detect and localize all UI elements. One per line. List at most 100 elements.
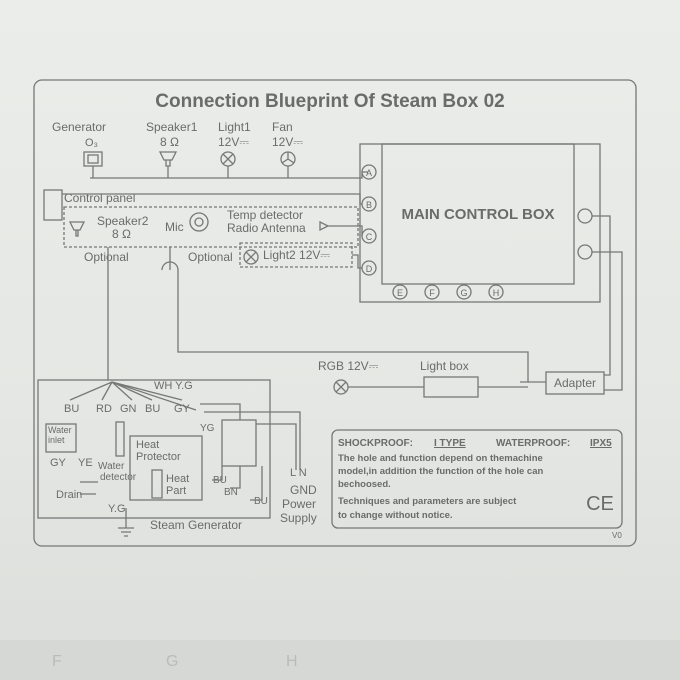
main-control-box: MAIN CONTROL BOX A B C D E F G H: [359, 143, 601, 303]
water-inlet-box: [45, 423, 77, 453]
rgb-lamp-icon: [333, 379, 349, 395]
mic-label: Mic: [165, 220, 184, 234]
port-c-label: C: [366, 232, 373, 242]
port-b-label: B: [366, 200, 372, 210]
ground-icon: [118, 508, 134, 537]
speaker2-optional: Optional: [84, 250, 129, 264]
relay-wires: [200, 403, 301, 501]
control-panel-label: Control panel: [64, 191, 135, 205]
speaker1-label: Speaker1: [146, 120, 198, 134]
bu3-label: BU: [254, 496, 268, 507]
relay-block: [221, 419, 257, 467]
adapter-wires: [592, 215, 623, 391]
adapter-label: Adapter: [554, 376, 596, 390]
port-e-label: E: [397, 288, 403, 298]
drain-wires: [80, 481, 98, 495]
port-h-label: H: [493, 288, 500, 298]
note-line-1: The hole and function depend on themachi…: [338, 453, 543, 464]
yg-bottom-label: Y.G: [108, 503, 126, 515]
light2-wire: [352, 254, 362, 269]
right-port-1: [577, 208, 593, 224]
steam-generator-section: WH Y.G BU RD GN BU GY Water inlet GY YE …: [37, 379, 301, 537]
note-line-2: model,in addition the function of the ho…: [338, 466, 543, 477]
power-label: Power: [282, 497, 316, 511]
heat-protector-label-1: Heat: [136, 439, 159, 451]
speaker2-label: Speaker2: [97, 214, 149, 228]
wire-crossover: [161, 261, 179, 271]
steam-generator-label: Steam Generator: [150, 518, 242, 532]
water-detector-label-2: detector: [100, 472, 137, 483]
light2-label: Light2 12V⎓: [263, 248, 330, 262]
ln-label: L N: [290, 467, 307, 479]
note-line-4: Techniques and parameters are subject: [338, 496, 517, 507]
port-g-label: G: [460, 288, 467, 298]
water-inlet-label-1: Water: [48, 425, 72, 435]
wire-bu-2: BU: [145, 403, 160, 415]
port-a-label: A: [366, 168, 372, 178]
housing-base: [0, 640, 680, 680]
light1-value: 12V⎓: [218, 135, 249, 149]
note-line-3: bechoosed.: [338, 479, 391, 490]
wh-yg-label: WH Y.G: [154, 380, 193, 392]
shockproof-label: SHOCKPROOF:: [338, 438, 413, 449]
notes-border: [331, 429, 623, 529]
version-label: V0: [612, 531, 622, 540]
control-panel-wire: [62, 193, 362, 205]
base-letter-g: G: [166, 653, 178, 670]
power-supply: L N GND Power Supply: [280, 467, 317, 525]
generator-value: O₃: [85, 137, 98, 149]
gy-label: GY: [50, 457, 67, 469]
optional-section: [63, 206, 359, 248]
light2-optional: Optional: [188, 250, 233, 264]
notes-box: SHOCKPROOF: I TYPE WATERPROOF: IPX5 The …: [331, 429, 623, 540]
base-letter-h: H: [286, 653, 298, 670]
speaker1-value: 8 Ω: [160, 135, 179, 149]
generator-fan-wires: [69, 381, 197, 411]
port-g: [456, 284, 472, 300]
radio-antenna-label: Radio Antenna: [227, 221, 306, 235]
generator-icon: [83, 151, 103, 167]
arrow-icon: [319, 220, 330, 232]
ce-mark: CE: [586, 493, 614, 515]
speaker2-icon: [68, 221, 86, 237]
mic-icon: [189, 212, 209, 232]
light1-label: Light1: [218, 120, 251, 134]
heat-part-element: [151, 469, 163, 499]
main-box-label: MAIN CONTROL BOX: [401, 206, 554, 223]
fan-value: 12V⎓: [272, 135, 303, 149]
speaker2-value: 8 Ω: [112, 227, 131, 241]
antenna-wire: [328, 225, 363, 236]
adapter-box: [545, 371, 605, 395]
water-detector-label-1: Water: [98, 461, 125, 472]
supply-label: Supply: [280, 511, 317, 525]
yg-right-label: YG: [200, 423, 215, 434]
light-box-label: Light box: [420, 359, 469, 373]
label-border: [33, 79, 637, 547]
shockproof-value: I TYPE: [434, 438, 466, 449]
wire-gn: GN: [120, 403, 137, 415]
steam-generator-border: [37, 379, 271, 519]
note-line-5: to change without notice.: [338, 510, 453, 521]
heat-part-label-1: Heat: [166, 473, 189, 485]
bn-label: BN: [224, 487, 238, 498]
rgb-label: RGB 12V⎓: [318, 359, 379, 373]
generator-icon-inner: [87, 154, 99, 164]
port-f: [424, 284, 440, 300]
lamp-icon: [220, 151, 236, 167]
water-inlet-label-2: inlet: [48, 435, 65, 445]
port-d-label: D: [366, 264, 373, 274]
wire-gy: GY: [174, 403, 191, 415]
fan-label: Fan: [272, 120, 293, 134]
top-components: Generator O₃ Speaker1 8 Ω Light1 12V⎓ Fa…: [52, 120, 368, 179]
right-port-2: [577, 244, 593, 260]
wire-rd: RD: [96, 403, 112, 415]
mic-icon-inner: [194, 217, 204, 227]
waterproof-value: IPX5: [590, 438, 612, 449]
top-bus-wire: [90, 166, 368, 179]
heat-protector-box: [129, 435, 203, 501]
light2-box: [239, 242, 353, 268]
waterproof-label: WATERPROOF:: [496, 438, 570, 449]
gnd-label: GND: [290, 483, 317, 497]
